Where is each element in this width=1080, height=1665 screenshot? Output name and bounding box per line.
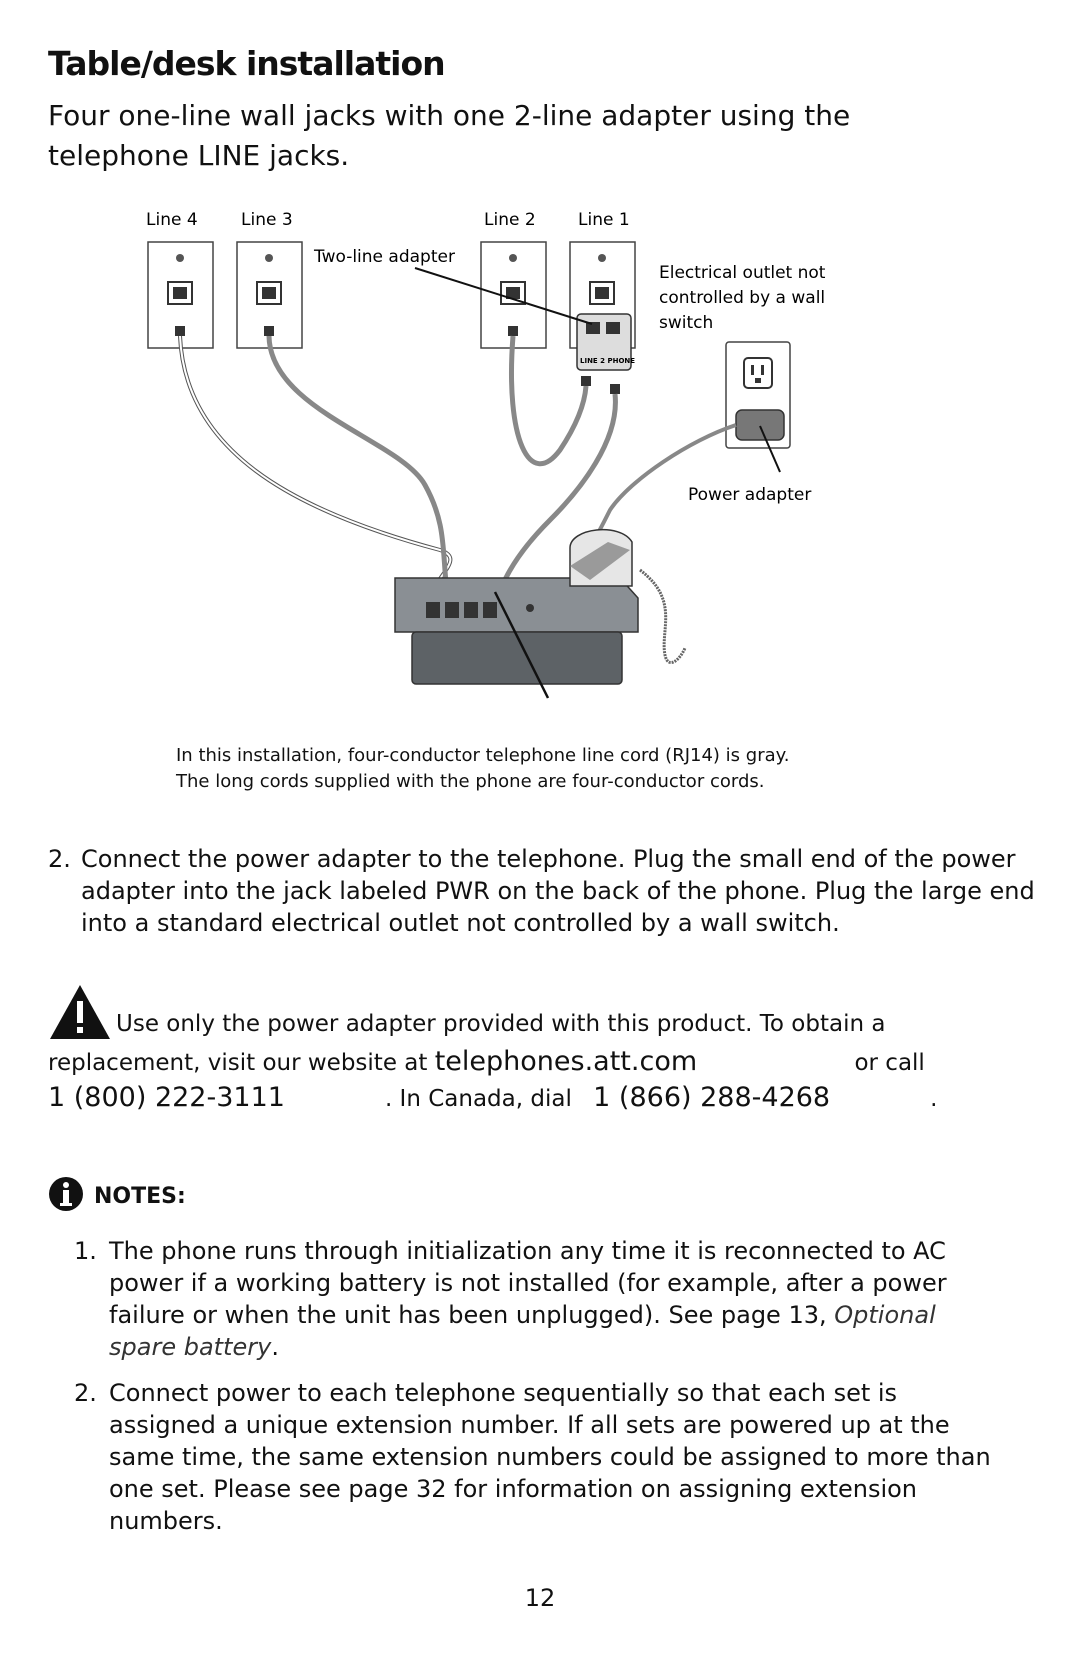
wall-jack-line2 — [480, 241, 547, 349]
step-text: Connect the power adapter to the telepho… — [81, 843, 1041, 939]
page-number: 12 — [524, 1584, 556, 1612]
telephone-cords — [178, 335, 737, 665]
note-text-body: The phone runs through initialization an… — [109, 1237, 947, 1329]
step-number: 2. — [48, 845, 71, 873]
notes-label: NOTES: — [94, 1184, 186, 1209]
two-line-adapter-label: Two-line adapter — [313, 247, 455, 267]
warning-text-3b: . — [930, 1086, 938, 1112]
warning-text-3a: . In Canada, dial — [384, 1086, 572, 1112]
warning-text-2a: replacement, visit our website at — [48, 1050, 428, 1076]
telephone-base — [394, 528, 639, 685]
outlet-label-1: Electrical outlet not — [659, 263, 826, 283]
note-number: 1. — [74, 1237, 97, 1265]
line1-label: Line 1 — [578, 210, 630, 230]
warning-line-3: 1 (800) 222-3111 . In Canada, dial 1 (866… — [48, 1079, 937, 1118]
diagram-caption: In this installation, four-conductor tel… — [176, 743, 936, 795]
warning-line-2: replacement, visit our website at teleph… — [48, 1043, 925, 1082]
step-text-part1: Connect the power adapter to the telepho… — [81, 845, 618, 873]
note-text-end: . — [271, 1333, 279, 1361]
page-title: Table/desk installation — [48, 44, 446, 83]
phone-us: 1 (800) 222-3111 — [48, 1082, 285, 1113]
warning-line-1: Use only the power adapter provided with… — [116, 1011, 886, 1037]
line4-label: Line 4 — [146, 210, 198, 230]
step-text-part2: . Plug the small end of the power adapte… — [81, 845, 1016, 905]
wall-jack-line3 — [236, 241, 303, 349]
note-text: The phone runs through initialization an… — [109, 1235, 1009, 1363]
warning-text-2b: or call — [854, 1050, 925, 1076]
line2-label: Line 2 — [484, 210, 536, 230]
note-page-reference: Optional spare battery — [109, 1301, 936, 1361]
website-link[interactable]: telephones.att.com — [434, 1046, 698, 1077]
caption-line-1: In this installation, four-conductor tel… — [176, 745, 790, 766]
pwr-jack-label: PWR — [434, 877, 490, 905]
note-number: 2. — [74, 1379, 97, 1407]
caption-line-2: The long cords supplied with the phone a… — [176, 771, 765, 792]
outlet-label-2: controlled by a wall — [659, 288, 825, 308]
electrical-outlet — [725, 341, 791, 449]
step-text-part3: on the back of the phone. Plug the large… — [81, 877, 1035, 937]
outlet-label-3: switch — [659, 313, 713, 333]
installation-diagram: Line 4 Line 3 Line 2 Line 1 — [146, 210, 826, 699]
wall-jack-line4 — [147, 241, 214, 349]
page-subtitle: Four one-line wall jacks with one 2-line… — [48, 99, 851, 172]
adapter-port-label: LINE 2 PHONE — [580, 357, 635, 365]
line3-label: Line 3 — [241, 210, 293, 230]
phone-canada: 1 (866) 288-4268 — [593, 1082, 831, 1113]
two-line-adapter: LINE 2 PHONE — [576, 313, 635, 394]
info-icon — [49, 1177, 83, 1211]
warning-icon — [50, 985, 110, 1039]
power-adapter-label: Power adapter — [688, 485, 811, 505]
note-text: Connect power to each telephone sequenti… — [109, 1379, 991, 1535]
